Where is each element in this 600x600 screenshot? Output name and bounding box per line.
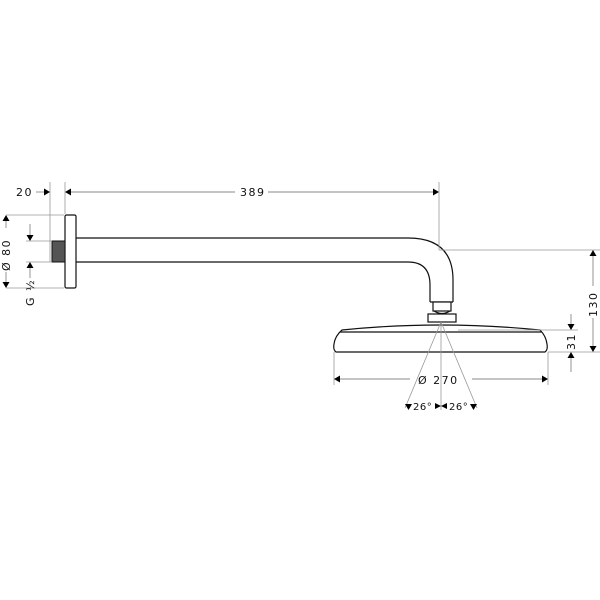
dim-angle-left-label: 26° [413, 402, 432, 413]
dimension-flange-diameter: Ø 80 [0, 215, 13, 288]
arm-outer-edge [76, 237, 454, 302]
dimension-head-diameter: Ø 270 [334, 374, 548, 387]
dimension-drop-height: 130 [587, 250, 600, 352]
thread-connector [51, 240, 66, 263]
dim-20-label: 20 [16, 186, 33, 199]
dim-80-label: Ø 80 [0, 239, 13, 271]
shower-arm [76, 237, 454, 303]
wall-flange-group [51, 214, 77, 289]
dim-31-label: 31 [565, 333, 578, 350]
dimension-head-height: 31 [565, 314, 578, 372]
arm-inner-edge [76, 261, 431, 302]
dimension-arm-length: 389 [71, 186, 439, 199]
swivel-nut [427, 313, 457, 323]
shower-head-body [333, 324, 548, 353]
wall-flange [64, 214, 77, 289]
shower-head [333, 324, 548, 353]
dimension-thread: G ½ [24, 224, 37, 306]
extension-lines [6, 182, 600, 410]
swivel-neck [432, 301, 452, 312]
dim-130-label: 130 [587, 292, 600, 318]
dimension-spray-angle: 26° 26° [405, 402, 477, 413]
dimension-flange-depth: 20 [16, 186, 71, 199]
swivel-joint [427, 301, 457, 323]
dim-389-label: 389 [240, 186, 266, 199]
dim-270-label: Ø 270 [418, 374, 459, 387]
dim-thread-label: G ½ [24, 279, 37, 306]
dim-angle-right-label: 26° [449, 402, 468, 413]
